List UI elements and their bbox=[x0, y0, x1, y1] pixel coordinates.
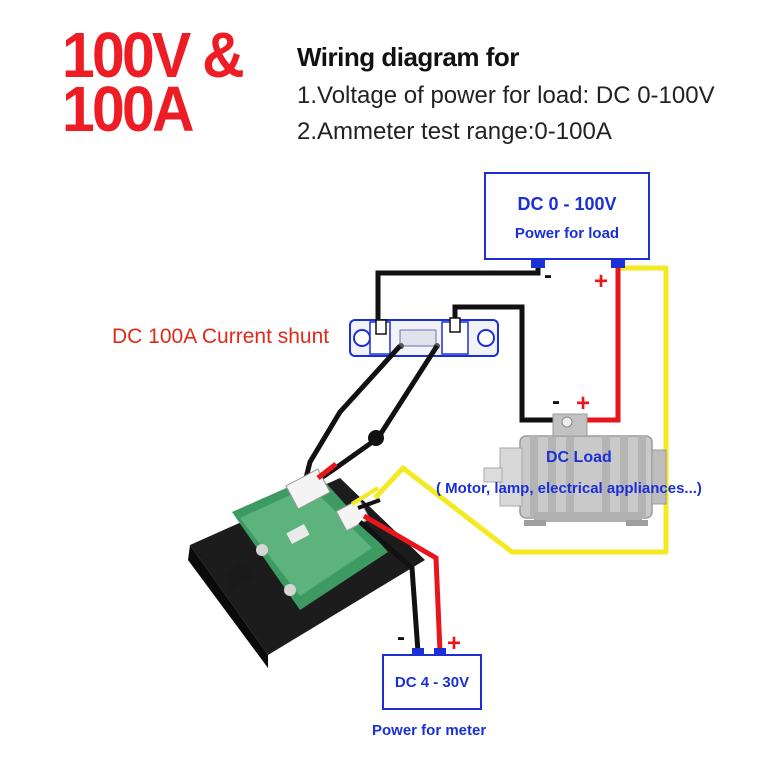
meter-red-small-wire bbox=[316, 462, 338, 480]
meter-yellow-small-wire bbox=[350, 486, 380, 506]
load-description: ( Motor, lamp, electrical appliances...) bbox=[436, 480, 702, 497]
load-power-supply-box: DC 0 - 100V Power for load bbox=[484, 172, 650, 260]
shunt-label: DC 100A Current shunt bbox=[112, 325, 330, 348]
motor-icon bbox=[483, 413, 667, 526]
black-wire-supply-minus bbox=[375, 266, 541, 325]
meter-supply-voltage: DC 4 - 30V bbox=[394, 674, 470, 691]
meter-module bbox=[188, 468, 425, 668]
red-wire-load bbox=[578, 266, 621, 423]
meter-supply-minus-sign: - bbox=[397, 624, 405, 651]
spec-line-voltage: 1.Voltage of power for load: DC 0-100V bbox=[297, 82, 715, 109]
load-supply-minus-sign: - bbox=[544, 262, 552, 289]
load-supply-plus-sign: + bbox=[594, 268, 609, 295]
current-shunt bbox=[349, 317, 499, 357]
diagram-title: Wiring diagram for bbox=[297, 42, 519, 72]
load-supply-label: Power for load bbox=[514, 225, 620, 242]
load-supply-voltage: DC 0 - 100V bbox=[517, 194, 617, 214]
sense-wire-1 bbox=[303, 344, 402, 479]
load-plus-sign: + bbox=[576, 390, 591, 417]
load-label: DC Load bbox=[546, 449, 612, 466]
yellow-wire bbox=[373, 265, 669, 555]
headline-line-1: 100V & bbox=[62, 19, 245, 91]
meter-power-supply-box: DC 4 - 30V bbox=[382, 654, 482, 710]
meter-supply-plus-sign: + bbox=[447, 630, 462, 657]
meter-supply-label: Power for meter bbox=[372, 722, 487, 739]
spec-line-current: 2.Ammeter test range:0-100A bbox=[297, 118, 612, 145]
meter-black-small-wire bbox=[357, 498, 381, 510]
headline-line-2: 100A bbox=[62, 73, 194, 145]
meter-black-power-wire bbox=[358, 520, 421, 653]
load-minus-sign: - bbox=[552, 388, 560, 415]
meter-red-power-wire bbox=[362, 513, 443, 653]
black-wire-load-minus bbox=[452, 304, 556, 423]
sense-wire-2 bbox=[316, 344, 440, 483]
